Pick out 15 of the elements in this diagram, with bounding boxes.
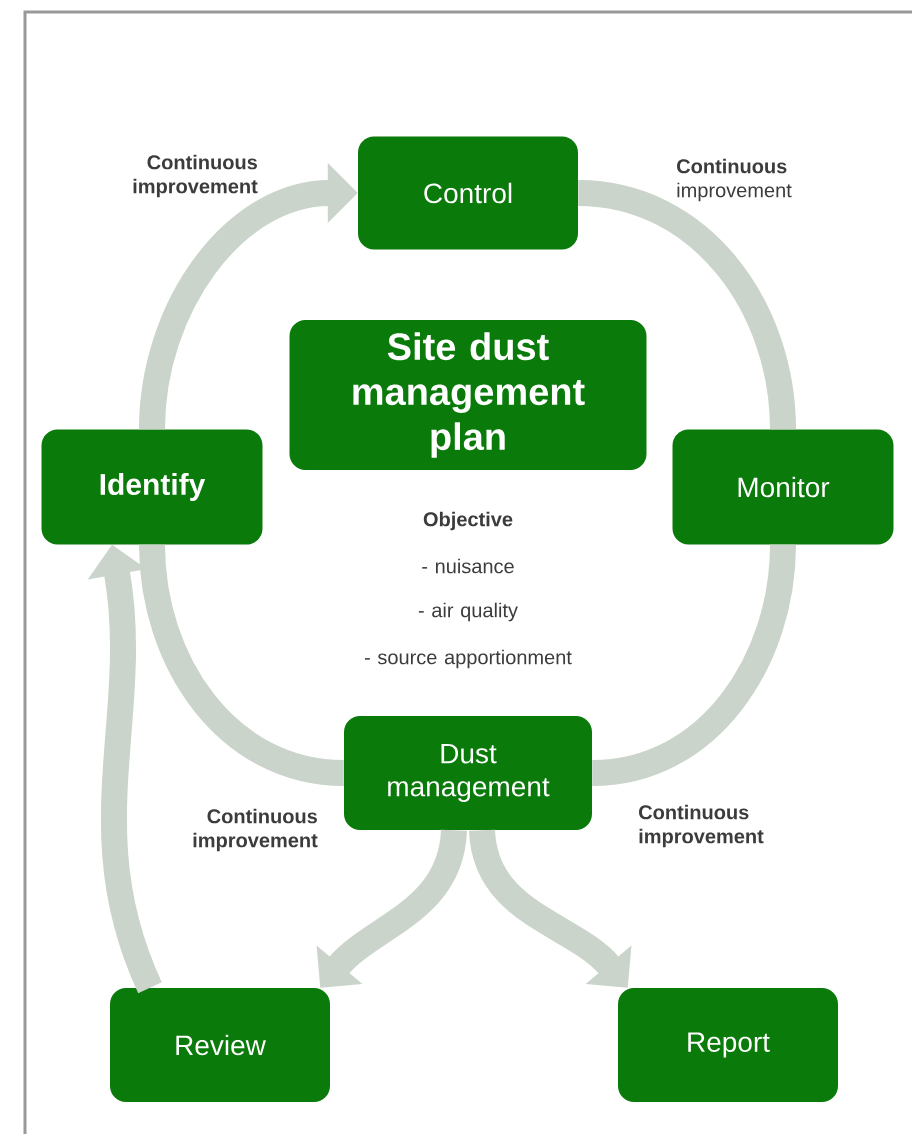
note-text: Continuous improvement (677, 158, 792, 202)
process-box: Identify (41, 429, 263, 545)
note-text: Objective (423, 511, 513, 531)
process-box: Dust management (344, 716, 592, 830)
process-box: Report (618, 988, 838, 1102)
note-text: Continuous improvement (193, 808, 318, 852)
note-text: - air quality (418, 602, 518, 622)
note-text: Continuous improvement (133, 154, 258, 198)
process-box: Site dust management plan (289, 320, 647, 470)
process-box: Review (110, 988, 330, 1102)
note-text: - source apportionment (364, 649, 572, 669)
note-text: Continuous improvement (639, 804, 764, 848)
process-box: Monitor (672, 429, 894, 545)
note-text: - nuisance (422, 558, 514, 574)
process-box: Control (358, 136, 578, 250)
